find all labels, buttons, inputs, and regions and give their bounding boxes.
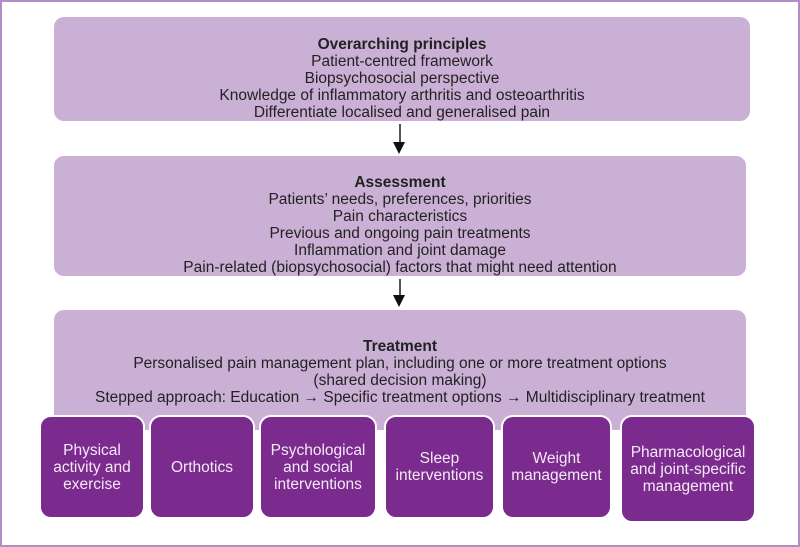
assessment-box: Assessment Patients’ needs, preferences,…	[54, 156, 746, 276]
option-label: Psychological and social interventions	[270, 441, 366, 493]
overarching-title: Overarching principles	[317, 36, 487, 53]
arrow-head	[393, 142, 405, 154]
arrow-shaft	[399, 279, 401, 297]
option-label: Sleep interventions	[395, 450, 484, 484]
arrow-head	[393, 295, 405, 307]
overarching-line: Differentiate localised and generalised …	[253, 104, 551, 121]
overarching-line: Patient-centred framework	[311, 53, 493, 70]
treatment-line: (shared decision making)	[313, 372, 487, 389]
option-psychological-social: Psychological and social interventions	[259, 415, 377, 519]
assessment-line: Previous and ongoing pain treatments	[269, 225, 531, 242]
treatment-title: Treatment	[362, 338, 438, 355]
assessment-line: Pain characteristics	[332, 208, 468, 225]
treatment-line: Personalised pain management plan, inclu…	[133, 355, 667, 372]
overarching-line: Biopsychosocial perspective	[304, 70, 500, 87]
option-label: Physical activity and exercise	[53, 441, 131, 493]
assessment-line: Inflammation and joint damage	[294, 242, 506, 259]
option-orthotics: Orthotics	[149, 415, 255, 519]
option-label: Weight management	[511, 450, 602, 484]
treatment-line: Stepped approach: Education → Specific t…	[95, 389, 705, 406]
option-label: Pharmacological and joint-specific manag…	[630, 443, 746, 495]
assessment-line: Pain-related (biopsychosocial) factors t…	[183, 259, 617, 276]
option-weight: Weight management	[501, 415, 612, 519]
treatment-box: Treatment Personalised pain management p…	[54, 310, 746, 430]
assessment-title: Assessment	[354, 174, 446, 191]
arrow-down-icon	[392, 279, 408, 309]
arrow-shaft	[399, 124, 401, 144]
overarching-principles-box: Overarching principles Patient-centred f…	[54, 17, 750, 121]
option-pharmacological: Pharmacological and joint-specific manag…	[620, 415, 756, 523]
overarching-line: Knowledge of inflammatory arthritis and …	[219, 87, 585, 104]
option-label: Orthotics	[170, 458, 233, 476]
option-sleep: Sleep interventions	[384, 415, 495, 519]
assessment-line: Patients’ needs, preferences, priorities	[268, 191, 532, 208]
arrow-down-icon	[392, 124, 408, 156]
option-physical-activity: Physical activity and exercise	[39, 415, 145, 519]
